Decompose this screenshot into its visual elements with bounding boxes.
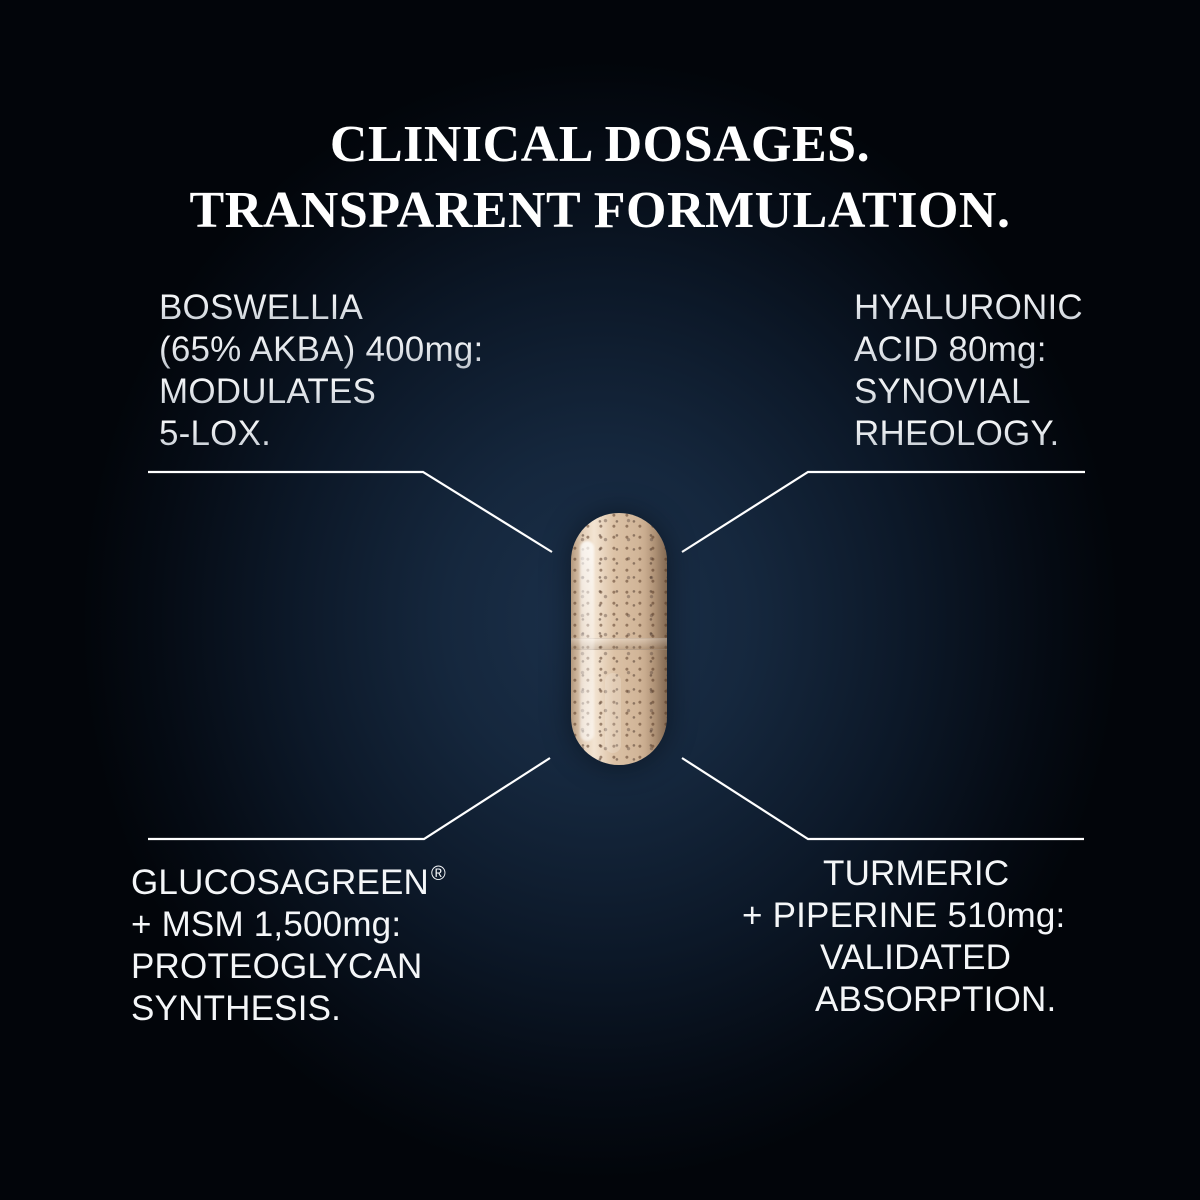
leader-line-bottom-right (681, 757, 1084, 841)
callout-line: ACID 80mg: (854, 329, 1083, 371)
callout-line: GLUCOSAGREEN® (131, 853, 446, 904)
callout-line: (65% AKBA) 400mg: (159, 330, 484, 369)
callout-line: SYNTHESIS. (131, 989, 342, 1028)
callout-line: RHEOLOGY. (854, 413, 1083, 455)
callout-line: MODULATES (159, 371, 483, 413)
headline-line-2: TRANSPARENT FORMULATION. (189, 182, 1011, 239)
callout-line: TURMERIC (823, 854, 1010, 893)
headline-line-1: CLINICAL DOSAGES. (329, 116, 871, 173)
headline: CLINICAL DOSAGES. TRANSPARENT FORMULATIO… (0, 112, 1200, 244)
callout-line: 5-LOX. (159, 413, 483, 455)
callout-line: BOSWELLIA (159, 287, 483, 329)
callout-boswellia: BOSWELLIA (65% AKBA) 400mg: MODULATES 5-… (159, 287, 483, 455)
leader-line-top-left (148, 470, 553, 553)
capsule-highlight (605, 673, 621, 753)
callout-line-text: GLUCOSAGREEN (131, 863, 430, 902)
callout-line: + PIPERINE 510mg: (742, 896, 1066, 935)
callout-turmeric-piperine: TURMERIC + PIPERINE 510mg: VALIDATED ABS… (740, 853, 1080, 1021)
capsule-highlight (580, 541, 594, 741)
callout-line: + MSM 1,500mg: (131, 905, 402, 944)
callout-line: VALIDATED (820, 938, 1012, 977)
leader-line-top-right (681, 470, 1085, 553)
capsule-band (571, 638, 667, 650)
callout-line: PROTEOGLYCAN (131, 947, 423, 986)
registered-trademark-icon: ® (431, 863, 446, 885)
callout-hyaluronic-acid: HYALURONIC ACID 80mg: SYNOVIAL RHEOLOGY. (854, 287, 1083, 455)
capsule-icon (571, 513, 667, 765)
callout-glucosagreen-msm: GLUCOSAGREEN® + MSM 1,500mg: PROTEOGLYCA… (131, 853, 446, 1030)
callout-line: ABSORPTION. (815, 980, 1057, 1019)
callout-line: SYNOVIAL (854, 371, 1083, 413)
callout-line: HYALURONIC (854, 288, 1083, 327)
leader-line-bottom-left (148, 757, 551, 841)
capsule-shade (645, 513, 667, 765)
